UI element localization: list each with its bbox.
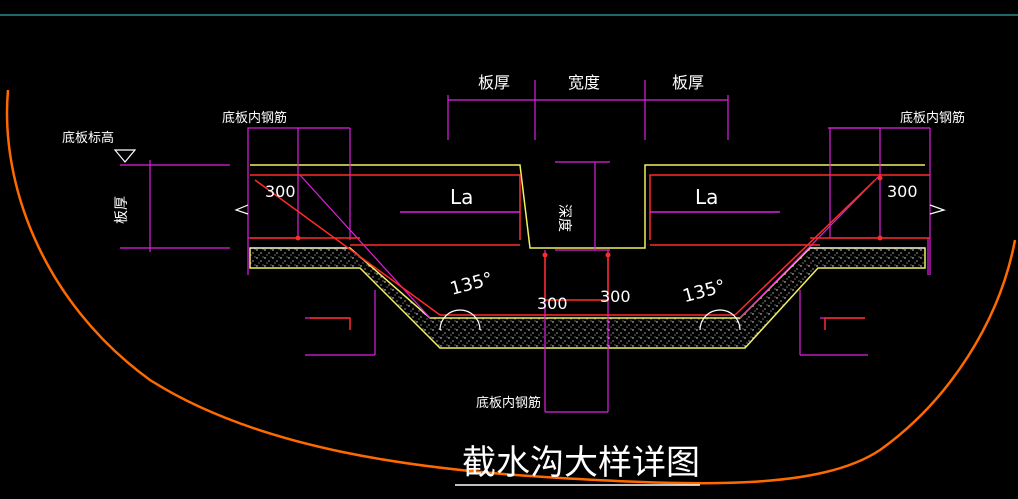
rebar-markers	[295, 175, 883, 258]
dim-300-right: 300	[887, 182, 918, 201]
inner-rebar-top-right-label: 底板内钢筋	[900, 110, 965, 126]
dim-depth: 深度	[556, 204, 572, 232]
concrete-cushion	[249, 247, 926, 349]
dim-width: 宽度	[568, 73, 600, 92]
inner-rebar-top-left-label: 底板内钢筋	[222, 110, 287, 126]
break-symbol-left	[234, 204, 249, 215]
dimension-geometry	[120, 80, 931, 413]
dim-slab-thickness-1: 板厚	[478, 73, 510, 92]
slab-top-outline	[250, 164, 925, 249]
elevation-marker	[113, 149, 137, 163]
slab-thickness-left-label: 板厚	[114, 196, 130, 224]
slab-elevation-label: 底板标高	[62, 130, 114, 146]
dim-300-center-right: 300	[600, 287, 631, 306]
dim-300-left: 300	[265, 182, 296, 201]
angle-right: 135°	[681, 276, 728, 308]
boundary-curve	[5, 89, 1017, 485]
rebar-lines	[250, 174, 930, 330]
inner-rebar-bottom-label: 底板内钢筋	[476, 395, 541, 411]
angle-arc-right	[699, 309, 741, 331]
angle-left: 135°	[448, 268, 495, 300]
la-right: La	[695, 185, 718, 209]
la-left: La	[450, 185, 473, 209]
dim-slab-thickness-2: 板厚	[672, 73, 704, 92]
dim-300-center-left: 300	[537, 294, 568, 313]
break-symbol-right	[929, 204, 946, 215]
angle-arc-left	[439, 309, 481, 331]
drawing-title: 截水沟大样详图	[462, 443, 700, 483]
